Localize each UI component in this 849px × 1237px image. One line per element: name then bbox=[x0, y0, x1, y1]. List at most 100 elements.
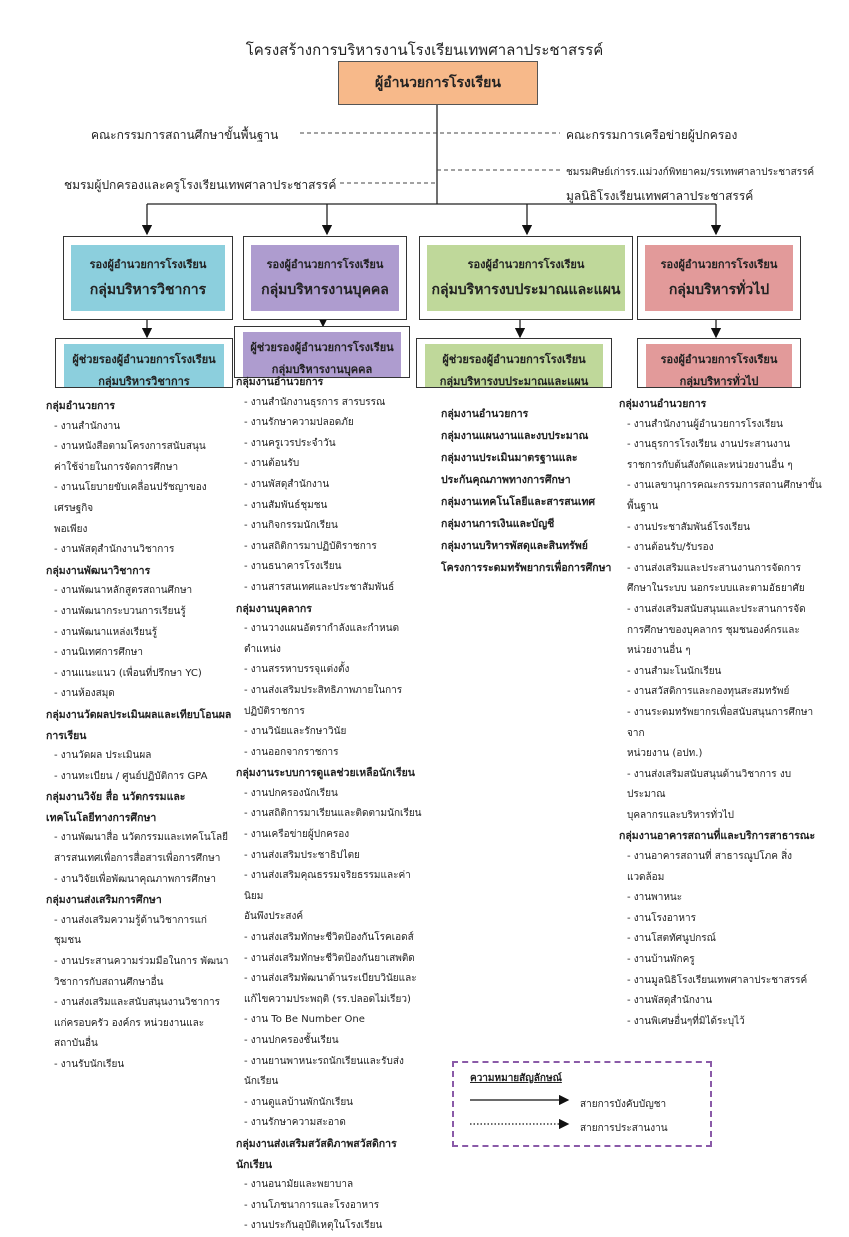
budget-task-heading: กลุ่มงานเทคโนโลยีและสารสนเทศ bbox=[441, 496, 596, 508]
personnel-task-item: - งานสถิติการมาปฏิบัติราชการ bbox=[244, 540, 377, 552]
side-label-parent-network: คณะกรรมการเครือข่ายผู้ปกครอง bbox=[566, 128, 738, 142]
academic-task-item: - งานนโยบายขับเคลื่อนปรัชญาของเศรษฐกิจ bbox=[54, 482, 207, 514]
academic-task-item: แก่ครอบครัว องค์กร หน่วยงานและ bbox=[54, 1017, 205, 1029]
personnel-task-item: - งานปกครองชั้นเรียน bbox=[244, 1035, 339, 1046]
deputy-academic-title: รองผู้อำนวยการโรงเรียน bbox=[89, 258, 207, 271]
academic-task-item: สารสนเทศเพื่อการสื่อสารเพื่อการศึกษา bbox=[54, 853, 221, 865]
personnel-task-item: - งานกิจกรรมนักเรียน bbox=[244, 520, 338, 532]
academic-task-list: กลุ่มอำนวยการ - งานสำนักงาน - งานหนังสือตา… bbox=[46, 396, 232, 1076]
academic-task-item: ค่าใช้จ่ายในการจัดการศึกษา bbox=[54, 461, 179, 473]
academic-task-item: - งานพัฒนากระบวนการเรียนรู้ bbox=[54, 605, 186, 617]
general-task-item: - งานธุรการโรงเรียน งานประสานงาน bbox=[627, 439, 791, 451]
personnel-task-item: - งานอนามัยและพยาบาล bbox=[244, 1179, 354, 1191]
side-label-parent-teacher-club: ชมรมผู้ปกครองและครูโรงเรียนเทพศาลาประชาส… bbox=[64, 178, 337, 192]
personnel-task-item: - งานส่งเสริมทักษะชีวิตป้องกันยาเสพติด bbox=[244, 952, 415, 964]
assistant-personnel-title: ผู้ช่วยรองผู้อำนวยการโรงเรียน bbox=[250, 341, 394, 354]
academic-task-item: - งานหนังสือตามโครงการสนับสนุน bbox=[54, 441, 206, 453]
general-task-item: - งานอาคารสถานที่ สาธารณูปโภค สิ่งแวดล้อ… bbox=[627, 851, 793, 883]
budget-task-heading: กลุ่มงานการเงินและบัญชี bbox=[441, 518, 555, 530]
personnel-task-item: - งานปกครองนักเรียน bbox=[244, 787, 338, 799]
personnel-task-item: อันพึงประสงค์ bbox=[244, 911, 304, 923]
deputy-general-group: กลุ่มบริหารทั่วไป bbox=[668, 282, 770, 298]
academic-task-item: - งานพัสดุสำนักงานวิชาการ bbox=[54, 544, 175, 556]
academic-task-item: - งานห้องสมุด bbox=[54, 688, 115, 700]
assistant-academic-frame: ผู้ช่วยรองผู้อำนวยการโรงเรียน กลุ่มบริหา… bbox=[55, 338, 233, 388]
personnel-task-item: นักเรียน bbox=[244, 1076, 279, 1088]
assistant-academic-title: ผู้ช่วยรองผู้อำนวยการโรงเรียน bbox=[72, 353, 216, 366]
general-task-item: - งานสำนักงานผู้อำนวยการโรงเรียน bbox=[627, 418, 784, 430]
personnel-task-item: - งานส่งเสริมทักษะชีวิตป้องกันโรคเอดส์ bbox=[244, 932, 414, 944]
personnel-task-item: - งานสถิติการมาเรียนและติดตามนักเรียน bbox=[244, 808, 422, 820]
academic-task-heading: กลุ่มงานวิจัย สื่อ นวัตกรรมและ bbox=[46, 791, 186, 804]
personnel-task-item: - งานส่งเสริมประสิทธิภาพภายในการ bbox=[244, 684, 403, 696]
academic-task-item: - งานวิจัยเพื่อพัฒนาคุณภาพการศึกษา bbox=[54, 873, 216, 885]
general-task-item: - งานโสตทัศนูปกรณ์ bbox=[627, 933, 716, 945]
academic-task-item: - งานพัฒนาแหล่งเรียนรู้ bbox=[54, 626, 158, 638]
academic-task-heading: กลุ่มงานส่งเสริมการศึกษา bbox=[46, 894, 162, 907]
academic-task-item: - งานสำนักงาน bbox=[54, 420, 121, 432]
personnel-task-item: - งาน To Be Number One bbox=[244, 1014, 365, 1026]
general-task-item: - งานสำมะโนนักเรียน bbox=[627, 665, 722, 677]
personnel-task-item: - งานดูแลบ้านพักนักเรียน bbox=[244, 1096, 354, 1108]
general-task-item: หน่วยงานอื่น ๆ bbox=[627, 645, 691, 657]
deputy-general-title: รองผู้อำนวยการโรงเรียน bbox=[660, 258, 778, 271]
legend-dotted-label: สายการประสานงาน bbox=[580, 1123, 668, 1134]
personnel-task-item: - งานธนาคารโรงเรียน bbox=[244, 561, 342, 573]
deputy-academic-frame: รองผู้อำนวยการโรงเรียน กลุ่มบริหารวิชากา… bbox=[63, 236, 233, 320]
page-title: โครงสร้างการบริหารงานโรงเรียนเทพศาลาประช… bbox=[245, 41, 604, 59]
budget-task-heading: โครงการระดมทรัพยากรเพื่อการศึกษา bbox=[441, 562, 612, 574]
assistant-budget-group: กลุ่มบริหารงบประมาณและแผน bbox=[439, 375, 589, 387]
deputy-budget-box: รองผู้อำนวยการโรงเรียน กลุ่มบริหารงบประม… bbox=[427, 245, 625, 311]
academic-task-item: - งานส่งเสริมความรู้ด้านวิชาการแก่ชุมชน bbox=[54, 914, 207, 947]
deputy-personnel-title: รองผู้อำนวยการโรงเรียน bbox=[266, 258, 384, 271]
academic-task-item: - งานนิเทศการศึกษา bbox=[54, 647, 143, 659]
general-task-list: กลุ่มงานอำนวยการ - งานสำนักงานผู้อำนวยการ… bbox=[619, 394, 829, 1032]
academic-task-item: - งานส่งเสริมและสนับสนุนงานวิชาการ bbox=[54, 997, 220, 1009]
general-task-item: บุคลากรและบริหารทั่วไป bbox=[627, 809, 735, 821]
personnel-task-item: - งานต้อนรับ bbox=[244, 458, 300, 470]
assistant-general-frame: รองผู้อำนวยการโรงเรียน กลุ่มบริหารทั่วไป bbox=[637, 338, 801, 388]
assistant-budget-frame: ผู้ช่วยรองผู้อำนวยการโรงเรียน กลุ่มบริหา… bbox=[416, 338, 612, 388]
personnel-task-item: - งานประกันอุบัติเหตุในโรงเรียน bbox=[244, 1220, 383, 1232]
academic-task-item: - งานพัฒนาสื่อ นวัตกรรมและเทคโนโลยี bbox=[54, 832, 229, 844]
deputy-general-box: รองผู้อำนวยการโรงเรียน กลุ่มบริหารทั่วไป bbox=[645, 245, 793, 311]
academic-task-item: พอเพียง bbox=[54, 523, 88, 535]
general-task-item: - งานบ้านพักครู bbox=[627, 954, 695, 966]
general-task-item: - งานสวัสดิการและกองทุนสะสมทรัพย์ bbox=[627, 686, 790, 698]
academic-task-item: สถาบันอื่น bbox=[54, 1038, 98, 1050]
personnel-task-item: - งานครูเวรประจำวัน bbox=[244, 437, 336, 449]
side-label-basic-committee: คณะกรรมการสถานศึกษาขั้นพื้นฐาน bbox=[91, 128, 279, 142]
assistant-personnel-group: กลุ่มบริหารงานบุคคล bbox=[271, 363, 373, 376]
budget-task-heading: กลุ่มงานอำนวยการ bbox=[441, 408, 529, 420]
general-task-heading: กลุ่มงานอำนวยการ bbox=[619, 398, 707, 410]
budget-task-heading: กลุ่มงานประเมินมาตรฐานและ bbox=[441, 452, 578, 464]
general-task-item: - งานมูลนิธิโรงเรียนเทพศาลาประชาสรรค์ bbox=[627, 974, 808, 986]
personnel-task-item: - งานส่งเสริมคุณธรรมจริยธรรมและค่านิยม bbox=[244, 870, 411, 902]
personnel-task-heading: กลุ่มงานอำนวยการ bbox=[236, 376, 324, 388]
assistant-personnel-frame: ผู้ช่วยรองผู้อำนวยการโรงเรียน กลุ่มบริหา… bbox=[234, 326, 410, 378]
personnel-task-item: - งานออกจากราชการ bbox=[244, 746, 339, 758]
assistant-academic-box: ผู้ช่วยรองผู้อำนวยการโรงเรียน กลุ่มบริหา… bbox=[64, 344, 224, 387]
deputy-general-frame: รองผู้อำนวยการโรงเรียน กลุ่มบริหารทั่วไป bbox=[637, 236, 801, 320]
academic-task-item: - งานรับนักเรียน bbox=[54, 1059, 125, 1070]
deputy-academic-box: รองผู้อำนวยการโรงเรียน กลุ่มบริหารวิชากา… bbox=[71, 245, 225, 311]
general-task-item: พื้นฐาน bbox=[627, 500, 659, 512]
academic-task-heading: กลุ่มอำนวยการ bbox=[46, 400, 116, 412]
personnel-task-item: แก้ไขความประพฤติ (รร.ปลอดไม่เรียว) bbox=[244, 993, 411, 1005]
academic-task-item: - งานแนะแนว (เพื่อนที่ปรึกษา YC) bbox=[54, 667, 202, 679]
general-task-item: - งานระดมทรัพยากรเพื่อสนับสนุนการศึกษาจา… bbox=[627, 706, 814, 739]
general-task-item: - งานประชาสัมพันธ์โรงเรียน bbox=[627, 521, 750, 533]
general-task-item: - งานพัสดุสำนักงาน bbox=[627, 995, 713, 1007]
budget-task-list: กลุ่มงานอำนวยการกลุ่มงานแผนงานและงบประมา… bbox=[441, 403, 621, 579]
general-task-item: ศึกษาในระบบ นอกระบบและตามอัธยาศัย bbox=[627, 583, 805, 595]
personnel-task-item: - งานสรรหาบรรจุแต่งตั้ง bbox=[244, 664, 350, 676]
general-task-item: - งานส่งเสริมสนับสนุนและประสานการจัด bbox=[627, 603, 806, 615]
assistant-personnel-box: ผู้ช่วยรองผู้อำนวยการโรงเรียน กลุ่มบริหา… bbox=[243, 332, 401, 377]
general-task-heading: กลุ่มงานอาคารสถานที่และบริการสาธารณะ bbox=[619, 830, 816, 843]
academic-task-item: วิชาการกับสถานศึกษาอื่น bbox=[54, 976, 164, 988]
deputy-personnel-group: กลุ่มบริหารงานบุคคล bbox=[261, 282, 389, 298]
budget-task-heading: กลุ่มงานแผนงานและงบประมาณ bbox=[441, 430, 589, 442]
side-label-alumni-club: ชมรมศิษย์เก่ารร.แม่วงก์พิทยาคม/รรเทพศาลา… bbox=[566, 167, 815, 178]
personnel-task-item: - งานโภชนาการและโรงอาหาร bbox=[244, 1199, 380, 1211]
general-task-item: - งานส่งเสริมและประสานงานการจัดการ bbox=[627, 562, 801, 574]
